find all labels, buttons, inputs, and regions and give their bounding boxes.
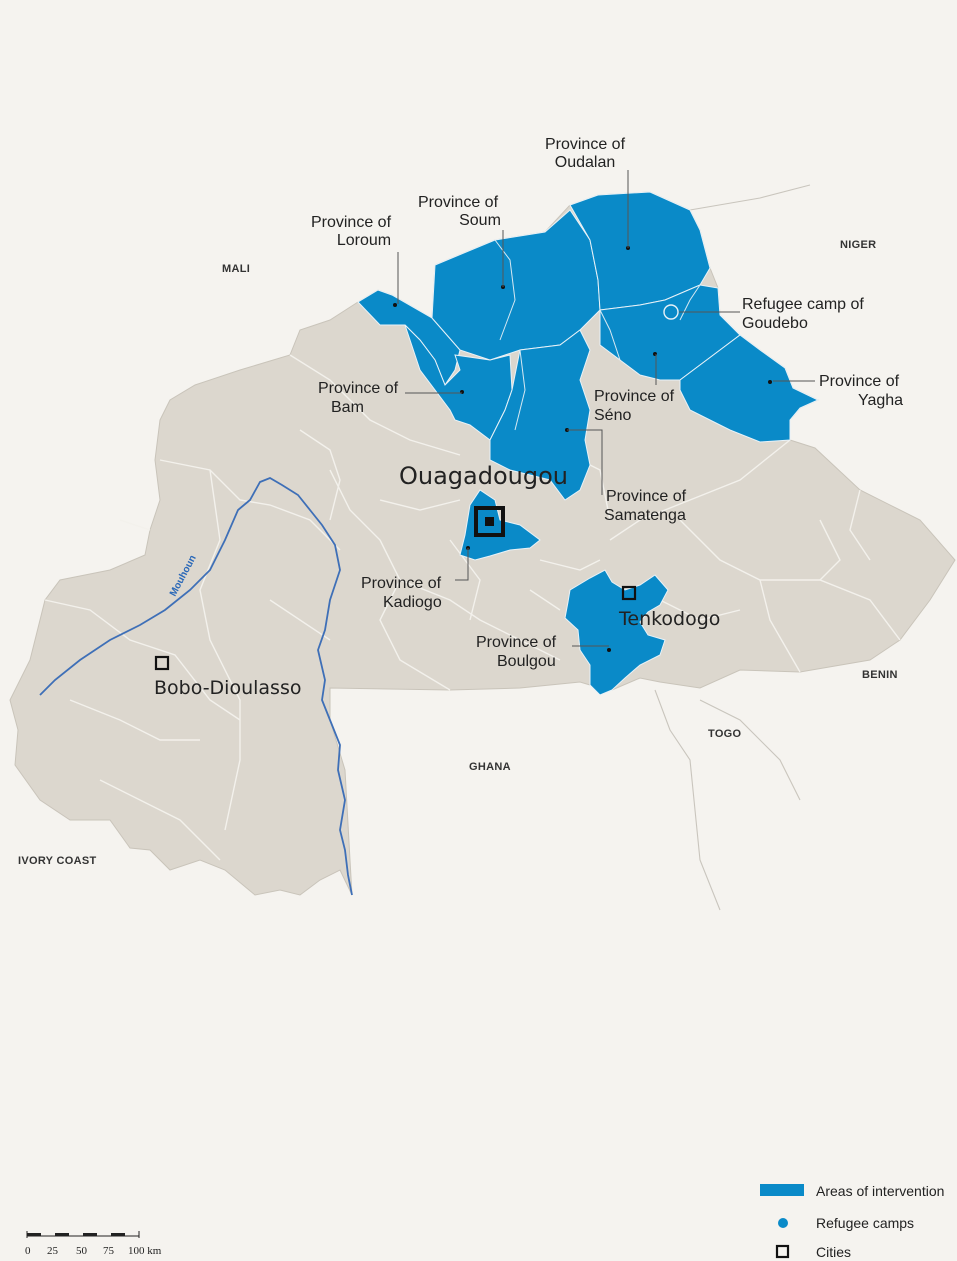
label-soum-2: Soum xyxy=(459,212,501,229)
country-labels: MALI NIGER BENIN TOGO GHANA IVORY COAST xyxy=(18,239,898,867)
label-soum-1: Province of xyxy=(418,194,499,211)
scale-100: 100 km xyxy=(128,1245,162,1257)
label-samatenga-1: Province of xyxy=(606,488,687,505)
province-labels: Province of Oudalan Province of Soum Pro… xyxy=(311,136,903,670)
bam-region xyxy=(404,324,513,441)
scale-50: 50 xyxy=(76,1245,88,1257)
ouagadougou-marker xyxy=(474,506,505,537)
legend-camps-label: Refugee camps xyxy=(816,1215,914,1231)
mouhoun-river xyxy=(39,477,353,896)
label-tenkodogo: Tenkodogo xyxy=(618,608,720,630)
label-oudalan-2: Oudalan xyxy=(555,154,616,171)
label-ouagadougou: Ouagadougou xyxy=(399,462,568,490)
boulgou-region xyxy=(564,569,669,696)
tenkodogo-marker xyxy=(621,585,637,601)
scale-25: 25 xyxy=(47,1245,59,1257)
country-ivory-coast: IVORY COAST xyxy=(18,855,96,867)
label-seno-1: Province of xyxy=(594,388,675,405)
legend-camps-swatch xyxy=(778,1218,788,1228)
label-goudebo-1: Refugee camp of xyxy=(742,296,864,313)
label-bam-2: Bam xyxy=(331,399,364,416)
label-seno-2: Séno xyxy=(594,407,631,424)
label-goudebo-2: Goudebo xyxy=(742,315,808,332)
legend-areas-label: Areas of intervention xyxy=(816,1183,944,1199)
scale-0: 0 xyxy=(25,1245,31,1257)
label-bam-1: Province of xyxy=(318,380,399,397)
city-markers xyxy=(154,506,637,671)
country-benin: BENIN xyxy=(862,669,898,681)
samatenga-region xyxy=(489,329,591,501)
yagha-region xyxy=(679,334,820,443)
legend-cities-swatch xyxy=(775,1244,790,1259)
loroum-region xyxy=(357,289,461,387)
label-bobo-dioulasso: Bobo-Dioulasso xyxy=(154,677,301,699)
label-boulgou-1: Province of xyxy=(476,634,557,651)
internal-borders xyxy=(44,354,901,861)
bobo-marker xyxy=(154,655,170,671)
label-oudalan-1: Province of xyxy=(545,136,626,153)
legend-areas-swatch xyxy=(760,1184,804,1196)
label-yagha-1: Province of xyxy=(819,373,900,390)
country-niger: NIGER xyxy=(840,239,876,251)
intervention-areas xyxy=(357,191,820,696)
legend-cities-label: Cities xyxy=(816,1244,851,1260)
label-loroum-1: Province of xyxy=(311,214,392,231)
label-loroum-2: Loroum xyxy=(337,232,391,249)
legend: Areas of intervention Refugee camps Citi… xyxy=(760,1183,944,1260)
scale-75: 75 xyxy=(103,1245,115,1257)
city-labels: Ouagadougou Tenkodogo Bobo-Dioulasso xyxy=(154,462,720,699)
scale-bar: 0 25 50 75 100 km xyxy=(25,1231,162,1257)
label-yagha-2: Yagha xyxy=(858,392,903,409)
label-kadiogo-1: Province of xyxy=(361,575,442,592)
external-borders xyxy=(654,184,811,911)
country-ghana: GHANA xyxy=(469,761,511,773)
country-mali: MALI xyxy=(222,263,250,275)
leader-lines xyxy=(397,170,815,647)
label-kadiogo-2: Kadiogo xyxy=(383,594,442,611)
label-boulgou-2: Boulgou xyxy=(497,653,556,670)
label-samatenga-2: Samatenga xyxy=(604,507,686,524)
goudebo-camp-marker xyxy=(663,304,679,320)
country-togo: TOGO xyxy=(708,728,742,740)
